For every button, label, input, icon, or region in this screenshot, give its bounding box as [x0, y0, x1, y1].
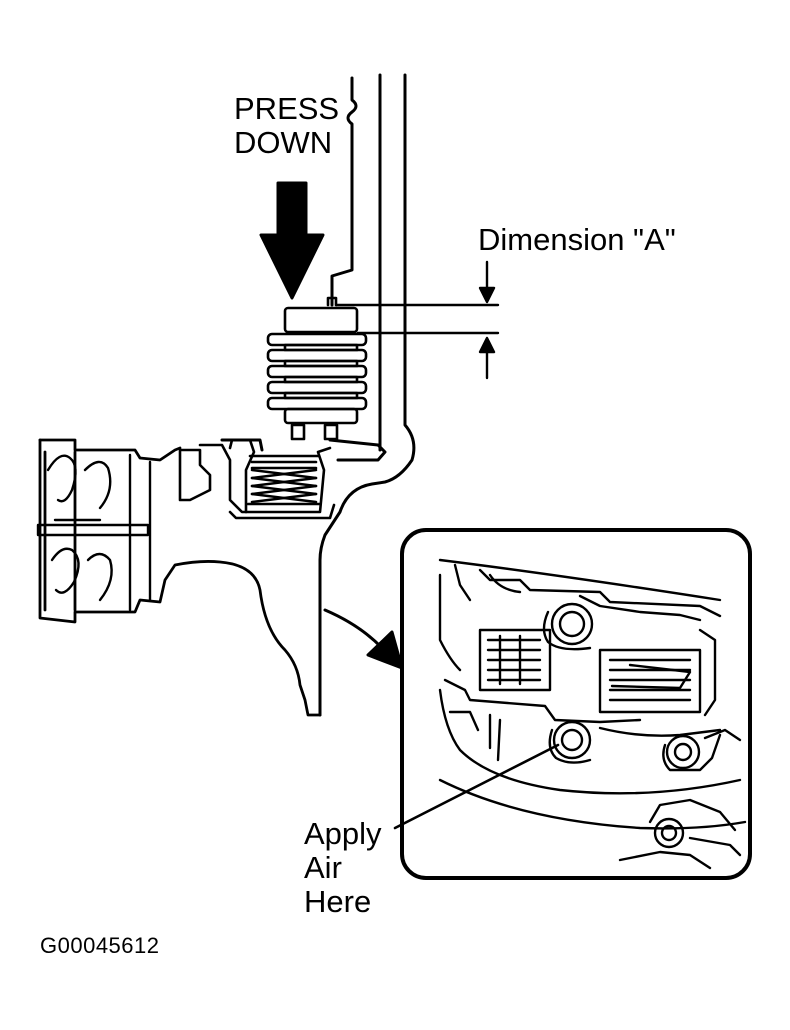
- press-label-line2: DOWN: [234, 125, 333, 160]
- press-down-arrow: [259, 181, 325, 300]
- valve-body: [36, 438, 322, 717]
- dimension-a-indicator: [334, 260, 500, 380]
- press-label-line1: PRESS: [234, 91, 340, 126]
- return-spring-assembly: [178, 438, 336, 520]
- apply-air-label-line1: Apply: [304, 816, 382, 851]
- clutch-pack: [266, 296, 368, 441]
- apply-air-label-line3: Here: [304, 884, 372, 919]
- dimension-a-label: Dimension "A": [478, 222, 676, 257]
- inset-detail: [393, 528, 752, 880]
- figure-id: G00045612: [40, 933, 160, 958]
- inset-pointer-arrow: [323, 608, 404, 670]
- apply-air-label-line2: Air: [304, 850, 342, 885]
- housing-outline: [220, 73, 416, 717]
